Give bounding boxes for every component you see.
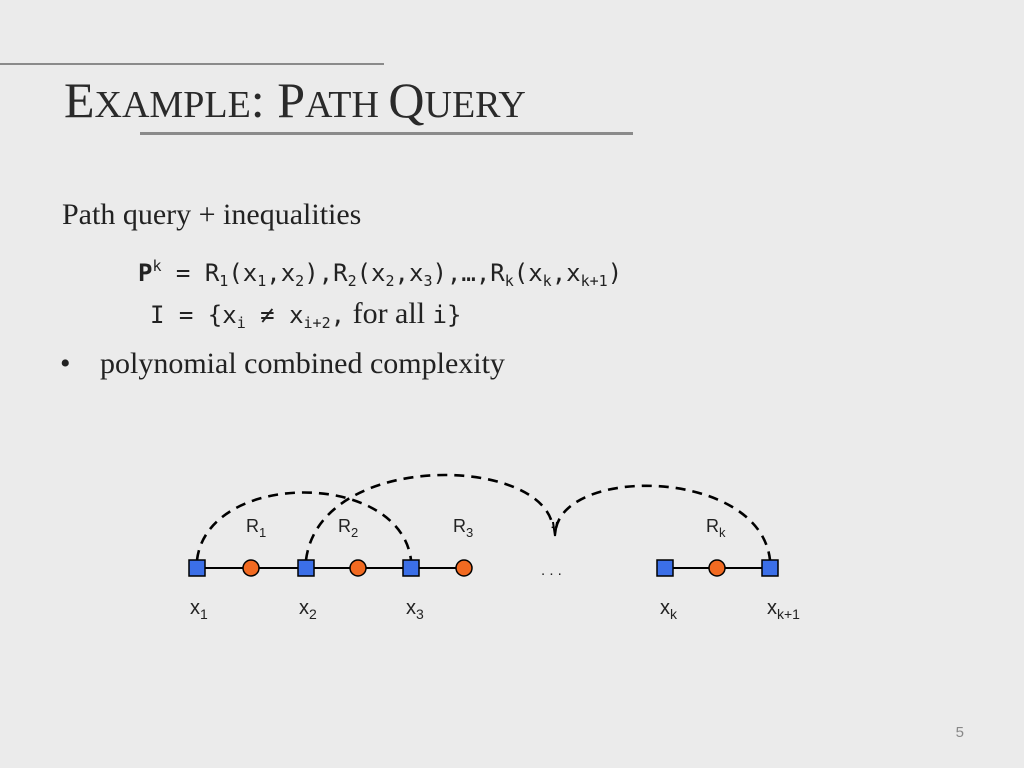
title-rule-bottom — [140, 132, 633, 135]
path-query-formula: Pk = R1(x1,x2),R2(x2,x3),…,Rk(xk,xk+1) — [138, 257, 623, 290]
page-number: 5 — [955, 724, 964, 741]
arc-r3 — [554, 484, 772, 561]
bullet-text: polynomial combined complexity — [100, 347, 505, 380]
bullet-icon: • — [60, 347, 71, 380]
inequality-formula: I = {xi ≠ xi+2, for all i} — [150, 297, 462, 332]
var-label-x1: x1 — [190, 597, 208, 622]
var-label-x3: x3 — [406, 597, 424, 622]
node-r3-mid — [455, 559, 473, 577]
arc-join-tick — [552, 521, 558, 537]
node-x2 — [297, 559, 315, 577]
node-xk1 — [761, 559, 779, 577]
var-label-xk1: xk+1 — [767, 597, 800, 622]
node-x1 — [188, 559, 206, 577]
node-rk-mid — [708, 559, 726, 577]
ellipsis: . . . — [541, 562, 562, 579]
var-label-xk: xk — [660, 597, 678, 622]
var-label-x2: x2 — [299, 597, 317, 622]
relation-label-rk: Rk — [706, 516, 726, 540]
relation-label-r3: R3 — [453, 516, 473, 540]
relation-label-r2: R2 — [338, 516, 358, 540]
title-rule-top — [0, 63, 384, 65]
node-x3 — [402, 559, 420, 577]
node-r2-mid — [349, 559, 367, 577]
slide-title: EXAMPLE: PATH QUERY — [64, 72, 526, 128]
intro-text: Path query + inequalities — [62, 198, 362, 231]
node-r1-mid — [242, 559, 260, 577]
relation-label-r1: R1 — [246, 516, 266, 540]
arc-r1 — [195, 491, 413, 561]
node-xk — [656, 559, 674, 577]
arc-r2 — [304, 473, 555, 561]
